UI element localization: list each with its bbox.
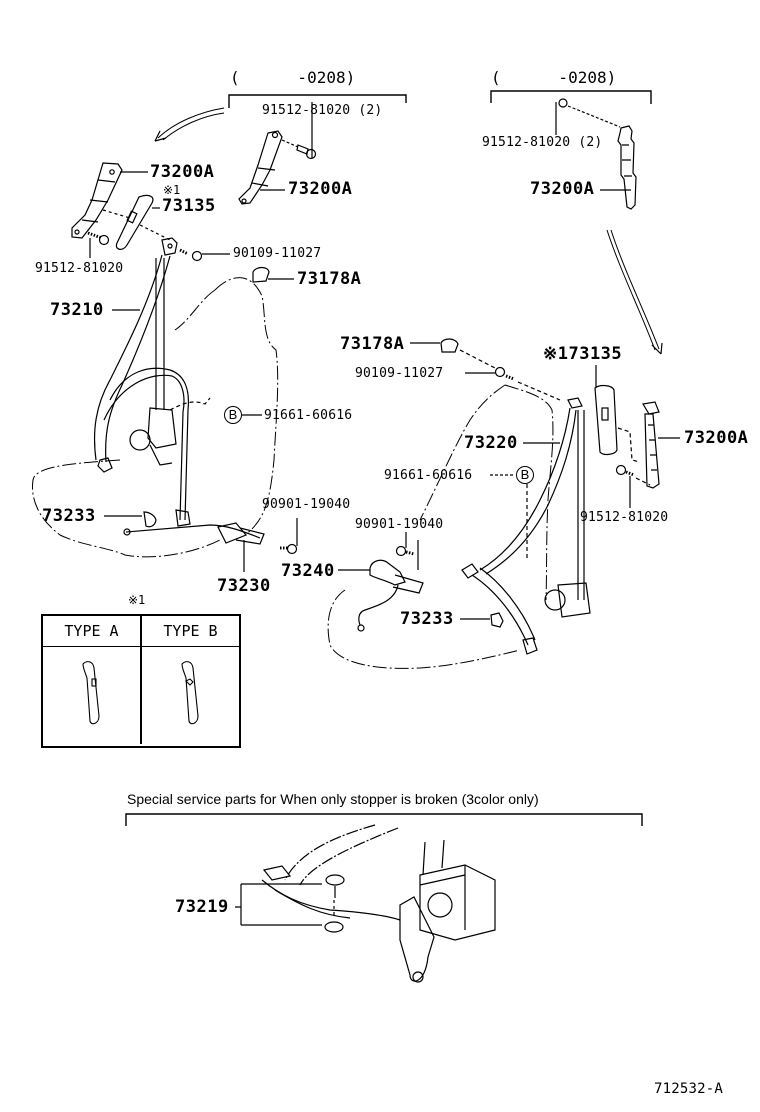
label-73178A-right: 73178A <box>340 334 405 354</box>
label-73230: 73230 <box>217 576 271 596</box>
left-belt-73210 <box>93 254 191 527</box>
label-73220: 73220 <box>464 433 518 453</box>
type-a-header: TYPE A <box>43 616 140 647</box>
right-belt-73220 <box>461 397 591 655</box>
label-91512-81020-x2-upper-left: 91512-81020 (2) <box>262 103 383 118</box>
label-90901-19040-right: 90901-19040 <box>355 517 444 532</box>
left-anchor-plate <box>71 162 123 239</box>
right-cover-73135 <box>594 365 618 456</box>
marker-b-left: B <box>224 406 242 424</box>
left-cap-73178A <box>252 266 294 283</box>
left-anchor-bolt <box>87 231 110 258</box>
type-table: TYPE A TYPE B <box>41 614 241 748</box>
type-a-cover-icon <box>82 661 100 725</box>
right-shoulder-bolt <box>465 366 561 401</box>
type-a-column: TYPE A <box>43 616 140 744</box>
label-73135-left: 73135 <box>162 196 216 216</box>
label-91512-81020-x2-upper-right: 91512-81020 (2) <box>482 135 603 150</box>
figure-id: 712532-A <box>654 1081 724 1097</box>
label-91661-60616-left: 91661-60616 <box>264 408 353 423</box>
right-anchor-bolt <box>615 464 651 508</box>
note-marker-1-left: ※1 <box>163 183 181 197</box>
label-90109-11027-right: 90109-11027 <box>355 366 444 381</box>
marker-b-right: B <box>516 466 534 484</box>
label-91512-81020-right: 91512-81020 <box>580 510 669 525</box>
type-table-note: ※1 <box>128 593 146 607</box>
label-73200A-upper-left: 73200A <box>288 179 353 199</box>
label-73210: 73210 <box>50 300 104 320</box>
label-73200A-upper-right: 73200A <box>530 179 595 199</box>
left-shoulder-anchor <box>161 237 230 262</box>
label-73135-right: ※173135 <box>543 344 623 364</box>
special-service-caption: Special service parts for When only stop… <box>127 791 539 807</box>
right-cap-73178A <box>410 338 496 369</box>
type-b-column: TYPE B <box>142 616 239 744</box>
label-73233-right: 73233 <box>400 609 454 629</box>
right-clip-73233 <box>460 612 504 628</box>
date-range-upper-right: ( -0208) <box>491 68 617 87</box>
left-cover-73135 <box>115 194 154 250</box>
curved-arrow-right-icon <box>606 229 663 355</box>
label-90109-11027-left: 90109-11027 <box>233 246 322 261</box>
left-B-dash <box>169 397 211 411</box>
label-91512-81020-left: 91512-81020 <box>35 261 124 276</box>
right-anchor-plate <box>617 401 680 489</box>
curved-arrow-left-icon <box>154 107 225 142</box>
label-73178A-left: 73178A <box>297 269 362 289</box>
label-73233-left: 73233 <box>42 506 96 526</box>
special-service-artwork <box>261 824 496 983</box>
type-b-cover-icon <box>181 661 199 725</box>
anchor-plate-upper-left <box>238 130 317 205</box>
type-b-header: TYPE B <box>142 616 239 647</box>
label-73200A-right: 73200A <box>684 428 749 448</box>
type-table-divider <box>140 616 142 744</box>
label-90901-19040-left: 90901-19040 <box>262 497 351 512</box>
label-73200A-left: 73200A <box>150 162 215 182</box>
right-buckle-73240 <box>338 532 424 632</box>
upper-right-bracket <box>490 90 652 135</box>
label-91661-60616-right: 91661-60616 <box>384 468 473 483</box>
left-dash-links <box>102 209 171 241</box>
leader-73219 <box>235 883 322 926</box>
upper-left-bracket <box>228 94 407 158</box>
label-73219: 73219 <box>175 897 229 917</box>
anchor-plate-upper-right <box>558 98 637 210</box>
right-seat-outline <box>327 384 554 669</box>
left-buckle-73230 <box>123 518 298 572</box>
left-clip-73233 <box>104 511 157 528</box>
left-seat-outline <box>31 277 279 558</box>
label-73240: 73240 <box>281 561 335 581</box>
date-range-upper-left: ( -0208) <box>230 68 356 87</box>
special-service-bracket <box>125 813 643 826</box>
